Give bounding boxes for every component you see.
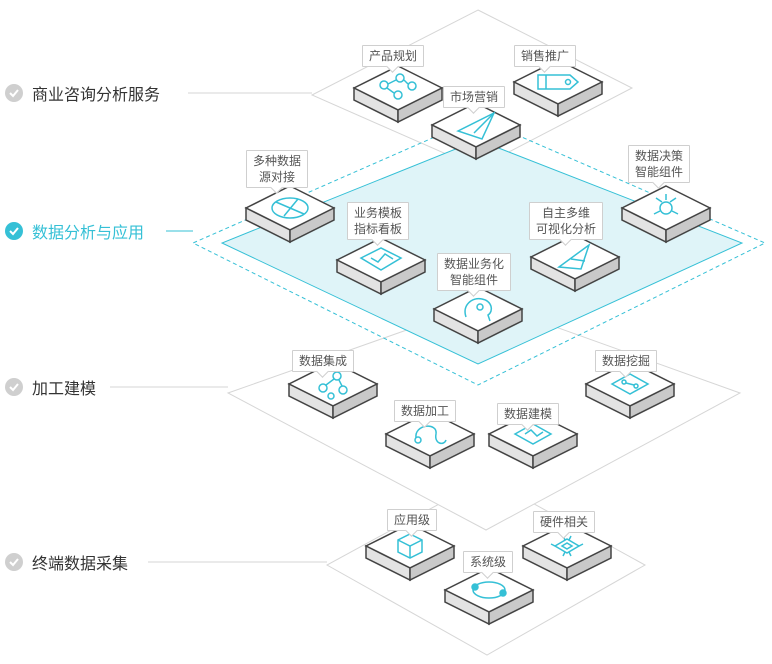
tag-product-planning: 产品规划 (362, 45, 425, 67)
layer-row-processing[interactable]: 加工建模 (0, 374, 96, 400)
triangle-chart-icon (556, 243, 591, 270)
tag-data-processing: 数据加工 (394, 400, 457, 422)
tag-hardware: 硬件相关 (533, 511, 596, 533)
loop-icon (414, 425, 447, 445)
plane-analysis-outline (191, 117, 767, 386)
module-box-data-mining[interactable] (584, 361, 676, 420)
module-box-sales-promotion[interactable] (512, 59, 604, 118)
module-box-app-level[interactable] (364, 523, 456, 582)
module-box-product-planning[interactable] (352, 65, 444, 124)
gear-brain-icon (653, 194, 679, 215)
dashboard-icon (359, 247, 403, 271)
module-box-hardware[interactable] (521, 523, 613, 582)
layer-row-analysis[interactable]: 数据分析与应用 (0, 218, 144, 244)
tag-data-modeling: 数据建模 (497, 403, 560, 425)
price-tag-icon (537, 74, 580, 90)
layer-row-consulting[interactable]: 商业咨询分析服务 (0, 80, 160, 106)
module-box-business-template[interactable] (335, 237, 427, 296)
tag-app-level: 应用级 (387, 509, 438, 531)
tag-system-level: 系统级 (463, 551, 514, 573)
module-box-business-smart[interactable] (432, 286, 524, 345)
layer-label: 商业咨询分析服务 (32, 85, 161, 104)
orbit-icon (471, 581, 507, 599)
module-box-data-processing[interactable] (384, 411, 476, 470)
head-icon (464, 297, 493, 322)
tag-decision-widget: 数据决策 智能组件 (628, 145, 691, 183)
check-icon (5, 222, 23, 240)
cube-icon (397, 533, 423, 559)
module-box-system-level[interactable] (443, 567, 535, 626)
layer-label: 加工建模 (32, 379, 97, 398)
tag-self-visual: 自主多维 可视化分析 (529, 202, 604, 240)
layer-label: 数据分析与应用 (32, 223, 145, 242)
tag-market-marketing: 市场营销 (443, 86, 506, 108)
module-box-data-integration[interactable] (287, 361, 379, 420)
chip-icon (550, 535, 584, 557)
check-icon (5, 553, 23, 571)
flow-icon (379, 73, 417, 100)
tag-sales-promotion: 销售推广 (514, 45, 577, 67)
check-icon (5, 378, 23, 396)
module-box-self-visual[interactable] (529, 234, 621, 293)
tag-data-integration: 数据集成 (292, 350, 355, 372)
check-icon (5, 84, 23, 102)
layer-label: 终端数据采集 (32, 554, 129, 573)
layer-row-collection[interactable]: 终端数据采集 (0, 549, 128, 575)
module-box-multi-source[interactable] (244, 185, 336, 244)
tag-multi-source: 多种数据 源对接 (246, 150, 309, 188)
paper-plane-icon (456, 111, 496, 140)
module-box-decision-widget[interactable] (620, 185, 712, 244)
tag-business-template: 业务模板 指标看板 (347, 202, 410, 240)
molecule-icon (318, 371, 348, 400)
tag-business-smart: 数据业务化 智能组件 (437, 253, 512, 291)
globe-icon (271, 197, 309, 219)
module-box-market-marketing[interactable] (430, 102, 522, 161)
tag-data-mining: 数据挖掘 (595, 350, 658, 372)
